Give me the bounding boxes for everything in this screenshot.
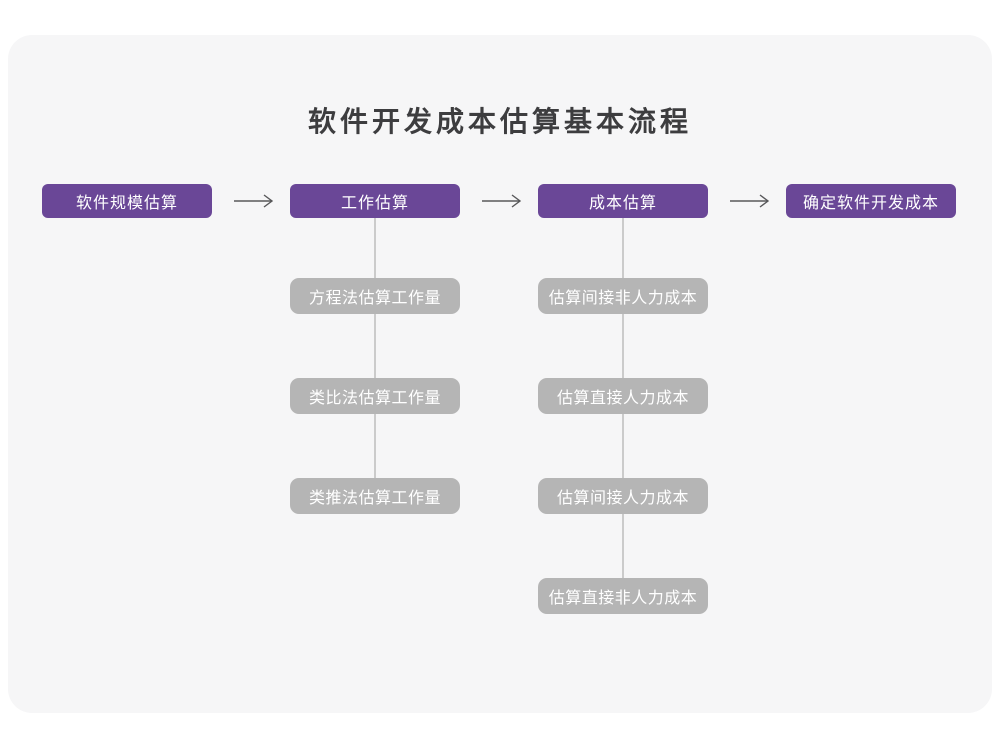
stage-box-determine-development-cost: 确定软件开发成本 [786, 184, 956, 218]
substep-box-direct-nonlabor-cost: 估算直接非人力成本 [538, 578, 708, 614]
stage-box-work-estimation: 工作估算 [290, 184, 460, 218]
diagram-title: 软件开发成本估算基本流程 [307, 106, 692, 137]
substep-box-indirect-labor-cost: 估算间接人力成本 [538, 478, 708, 514]
flowchart-card: 软件开发成本估算基本流程 软件规模估算 工作估算 成本估算 确定软件开发成本 方… [8, 35, 992, 713]
connector-line-work-column [374, 218, 376, 498]
stage-box-software-scale-estimation: 软件规模估算 [42, 184, 212, 218]
substep-box-indirect-nonlabor-cost: 估算间接非人力成本 [538, 278, 708, 314]
arrow-right-icon [482, 194, 522, 208]
stage-box-cost-estimation: 成本估算 [538, 184, 708, 218]
substep-box-extrapolation-method: 类推法估算工作量 [290, 478, 460, 514]
substep-box-equation-method: 方程法估算工作量 [290, 278, 460, 314]
arrow-right-icon [730, 194, 770, 208]
arrow-right-icon [234, 194, 274, 208]
substep-box-analogy-method: 类比法估算工作量 [290, 378, 460, 414]
substep-box-direct-labor-cost: 估算直接人力成本 [538, 378, 708, 414]
